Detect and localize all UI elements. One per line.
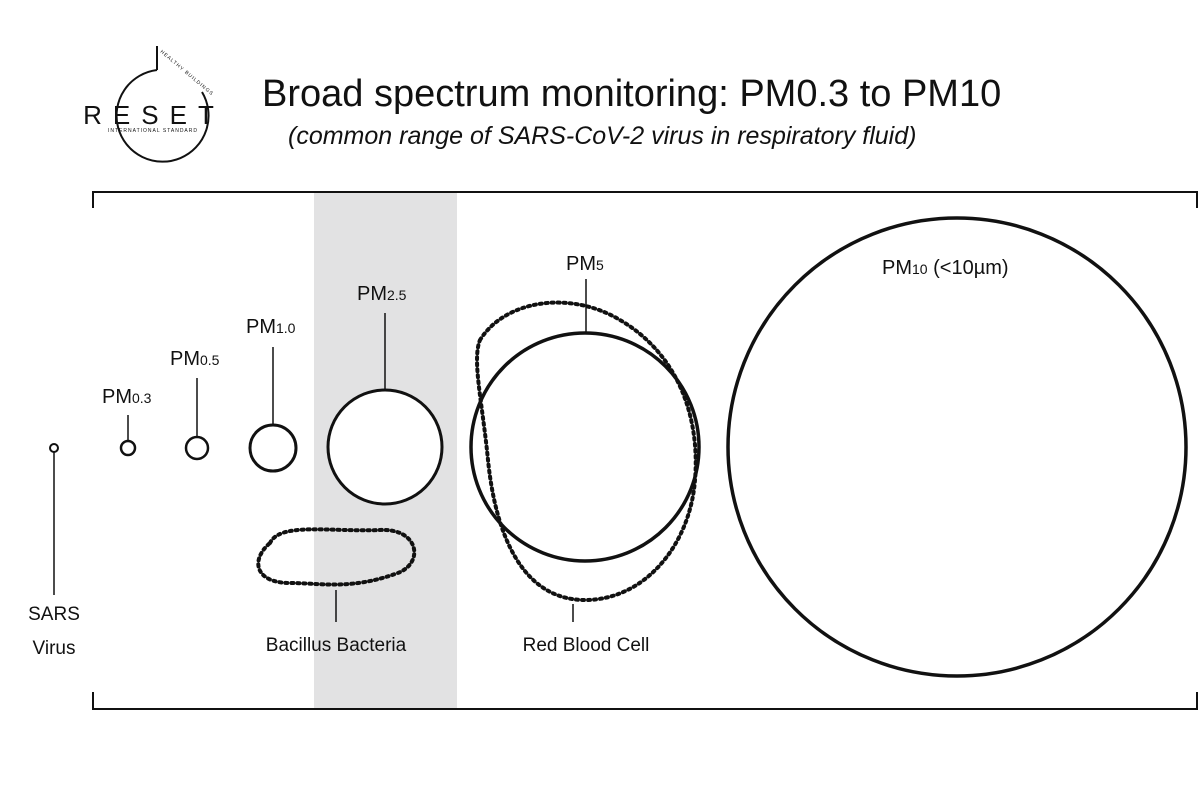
particle-sars-virus: SARS Virus <box>28 443 80 659</box>
pm25-circle <box>326 388 444 506</box>
pm5-circle <box>469 331 701 563</box>
logo-bottom-text: INTERNATIONAL STANDARD <box>108 128 198 134</box>
particle-pm10: PM1.0 <box>246 316 298 473</box>
pm05-circle <box>184 435 210 461</box>
sars-label: SARS <box>28 604 80 625</box>
particle-pm03: PM0.3 <box>102 386 152 457</box>
pm10-circle <box>248 423 298 473</box>
pm10-label: PM1.0 <box>246 316 296 338</box>
particle-pm10um: PM10 (<10µm) <box>726 216 1188 678</box>
bacillus-bacteria: Bacillus Bacteria <box>256 527 417 656</box>
pm10um-circle <box>726 216 1188 678</box>
top-bracket <box>92 191 1198 208</box>
pm10um-label: PM10 (<10µm) <box>882 257 1009 279</box>
pm05-label: PM0.5 <box>170 348 220 370</box>
bottom-bracket <box>92 692 1198 710</box>
pm03-label: PM0.3 <box>102 386 152 408</box>
logo-text: RESET <box>83 100 225 130</box>
blood-cell-label: Red Blood Cell <box>523 635 650 656</box>
particle-pm05: PM0.5 <box>170 348 220 461</box>
pm25-label: PM2.5 <box>357 283 407 305</box>
bacillus-label: Bacillus Bacteria <box>266 635 407 656</box>
logo-top-text: HEALTHY BUILDINGS <box>159 49 215 97</box>
reset-logo: RESET INTERNATIONAL STANDARD HEALTHY BUI… <box>83 46 225 163</box>
blood-cell-outline <box>475 300 698 603</box>
page-title: Broad spectrum monitoring: PM0.3 to PM10 <box>262 73 1002 115</box>
bacillus-outline <box>256 527 417 587</box>
virus-label: Virus <box>33 638 76 659</box>
red-blood-cell: Red Blood Cell <box>475 300 698 656</box>
page-subtitle: (common range of SARS-CoV-2 virus in res… <box>288 122 917 150</box>
particle-pm5: PM5 <box>469 253 701 563</box>
logo-ring <box>115 69 210 163</box>
pm03-circle <box>119 439 137 457</box>
sars-virus-circle <box>49 443 59 453</box>
particle-pm25: PM2.5 <box>326 283 444 506</box>
pm5-label: PM5 <box>566 253 604 275</box>
